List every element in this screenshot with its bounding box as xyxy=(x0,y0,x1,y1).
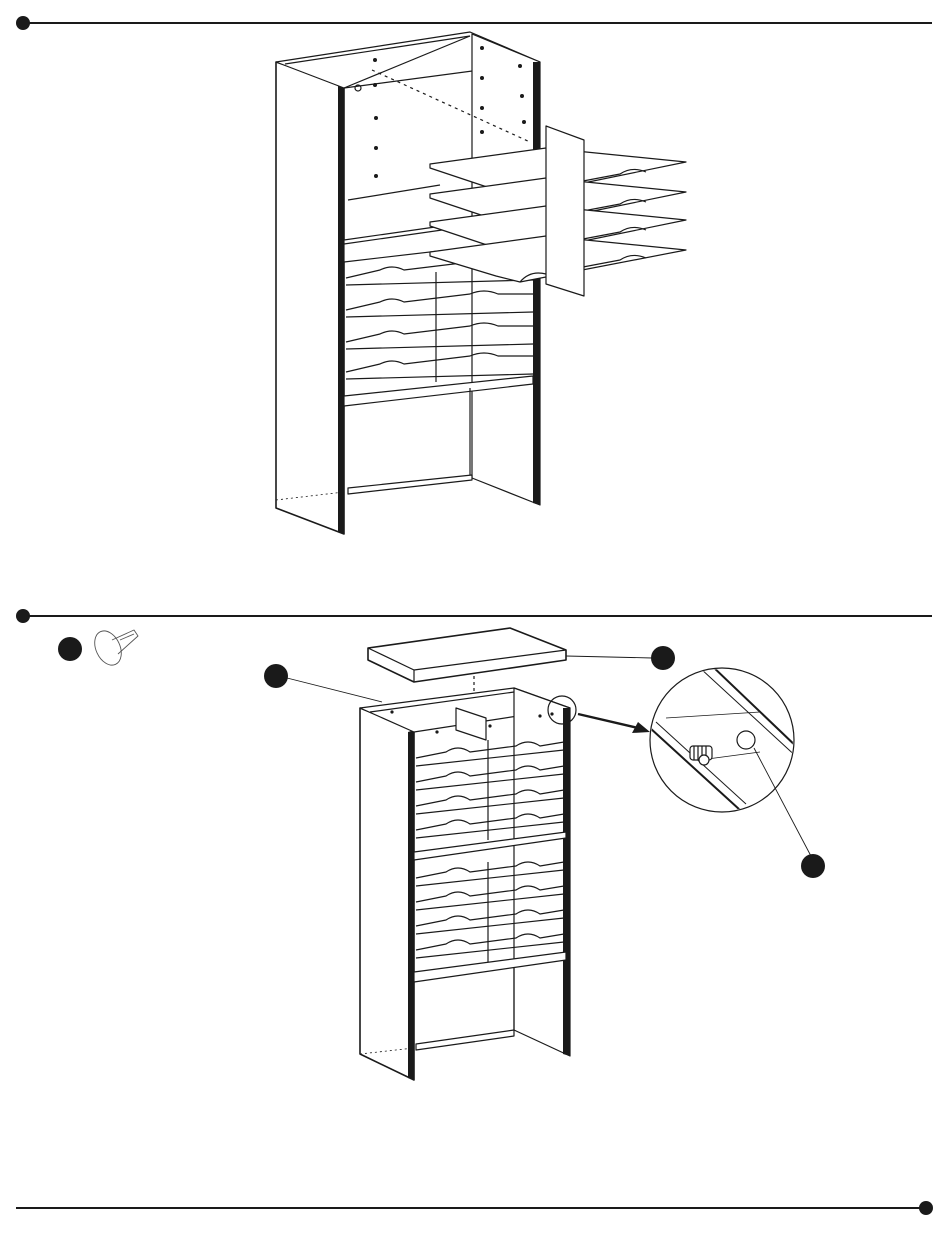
step-2-cabinet-drawing xyxy=(90,627,812,1080)
top-panel xyxy=(368,628,566,682)
part-callout-left xyxy=(264,664,288,688)
step-1-exploded-shelves xyxy=(430,126,686,296)
part-callout-top xyxy=(651,646,675,670)
part-callout-detail xyxy=(801,854,825,878)
zoom-detail-view xyxy=(650,664,812,858)
push-pin-connector-icon xyxy=(90,627,138,670)
part-callout-hardware xyxy=(58,637,82,661)
step-1-cabinet-drawing xyxy=(276,32,686,534)
